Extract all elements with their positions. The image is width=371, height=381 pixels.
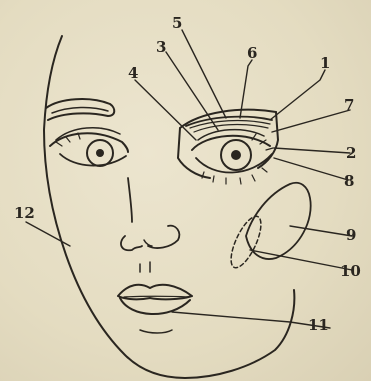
nose-tip bbox=[148, 226, 179, 248]
leader-line-12 bbox=[26, 222, 70, 246]
lower-lip bbox=[120, 298, 190, 314]
right-upper-lid bbox=[192, 136, 270, 150]
cheek-outline bbox=[246, 183, 311, 259]
leader-line-5 bbox=[182, 30, 226, 118]
label-11: 11 bbox=[308, 316, 329, 334]
label-12: 12 bbox=[14, 204, 35, 222]
label-3: 3 bbox=[156, 38, 166, 56]
left-eyebrow-inner bbox=[52, 107, 108, 113]
left-pupil bbox=[96, 149, 104, 157]
nose-bridge bbox=[128, 178, 132, 222]
label-8: 8 bbox=[344, 172, 354, 190]
leader-line-2 bbox=[274, 148, 350, 153]
label-1: 1 bbox=[320, 54, 330, 72]
label-2: 2 bbox=[346, 144, 356, 162]
label-10: 10 bbox=[340, 262, 361, 280]
leader-line-4 bbox=[135, 80, 196, 140]
lip-line bbox=[124, 296, 188, 297]
face-outline bbox=[44, 36, 294, 378]
chin-line bbox=[140, 330, 172, 333]
label-6: 6 bbox=[247, 44, 257, 62]
label-5: 5 bbox=[172, 14, 182, 32]
leader-line-1 bbox=[270, 70, 325, 120]
label-7: 7 bbox=[344, 96, 354, 114]
leader-line-11 bbox=[172, 312, 330, 328]
leader-lines bbox=[26, 30, 352, 328]
philtrum bbox=[140, 262, 150, 272]
nose-center bbox=[144, 240, 152, 246]
leader-line-10 bbox=[250, 250, 352, 270]
leader-line-7 bbox=[272, 110, 350, 132]
right-pupil bbox=[231, 150, 241, 160]
label-4: 4 bbox=[128, 64, 138, 82]
leader-line-8 bbox=[274, 158, 348, 180]
cheek-dashed-ellipse bbox=[225, 212, 267, 271]
leader-line-9 bbox=[290, 226, 352, 236]
nose-left-nostril bbox=[121, 236, 142, 250]
label-9: 9 bbox=[346, 226, 356, 244]
right-eye-frame-right bbox=[258, 112, 278, 168]
